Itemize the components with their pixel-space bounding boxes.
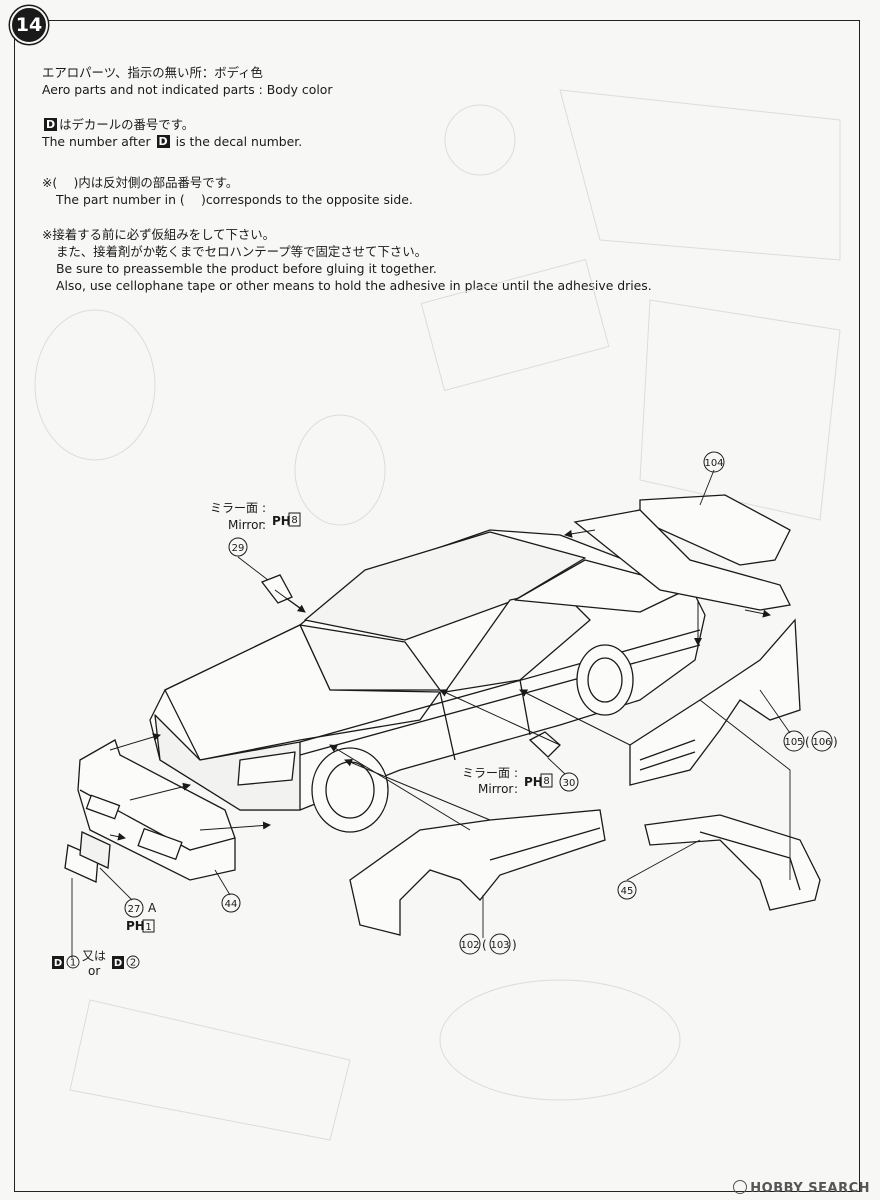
note-opposite-en: The part number in ( )corresponds to the… [56,192,413,207]
note-decal-en-prefix: The number after [42,134,151,149]
decal-number-2: 2 [130,958,136,969]
note-aero-en: Aero parts and not indicated parts : Bod… [42,82,333,97]
mirror-label-bottom: ミラー面 : Mirror : PH 8 [462,766,553,796]
note-opposite-jp: ※( )内は反対側の部品番号です。 [42,175,239,190]
decal-symbol: D [44,118,58,131]
note-aero-color: エアロパーツ、指示の無い所：ボディ色 Aero parts and not in… [42,64,652,98]
callout-30: 30 [559,772,579,792]
decal-symbol: D [156,135,170,148]
note-decal-jp-text: はデカールの番号です。 [59,117,195,132]
paren-close-105: ) [833,735,838,749]
note-glue-jp-1: ※接着する前に必ず仮組みをして下さい。 [42,227,276,242]
callout-27: 27 A PH 1 [124,898,157,933]
front-bumper-part [77,739,236,881]
mirror-label-jp: ミラー面 [462,766,510,780]
mirror-label-top: ミラー面 : Mirror : PH 8 [210,501,301,532]
mirror-colon: : [514,766,518,780]
callout-44: 44 [221,893,241,913]
part-number-30: 30 [563,778,576,789]
rear-side-skirt-part [629,618,801,786]
part-number-45: 45 [621,886,634,897]
part-number-102: 102 [460,940,479,951]
step-number-badge: 14 [10,6,48,44]
hobby-search-watermark: HOBBY SEARCH [733,1180,870,1196]
mirror-colon: : [262,518,266,532]
part-number-106: 106 [812,737,831,748]
part-number-105: 105 [784,737,803,748]
part-27-suffix: A [148,901,157,915]
rear-bumper-part [644,814,821,911]
note-opposite-side: ※( )内は反対側の部品番号です。 The part number in ( )… [42,174,652,208]
license-plate-part [64,831,111,883]
assembly-arrows [109,529,771,841]
hobby-search-logo-icon [733,1180,748,1194]
part-number-29: 29 [232,543,245,554]
mirror-right-part [528,731,561,758]
callout-leaders [71,469,791,958]
background-ghost-drawing [34,89,841,1141]
note-decal-en-suffix: is the decal number. [175,134,303,149]
mirror-label-en: Mirror [478,782,513,796]
rear-spoiler-part [573,494,791,611]
page-frame [14,20,860,1192]
paint-color-number-8: 8 [543,776,549,787]
note-decal-en: The number after D is the decal number. [42,133,652,150]
callout-105-106: 105 ( 106 ) [783,730,838,752]
note-glue-jp-2: また、接着剤がか乾くまでセロハンテープ等で固定させて下さい。 [56,244,427,259]
note-glue-en-1: Be sure to preassemble the product befor… [56,261,437,276]
paint-code-ph: PH [524,775,543,789]
paren-open-105: ( [805,735,810,749]
paint-code-ph: PH [126,919,145,933]
paint-color-number-8: 8 [291,515,297,526]
car-body [149,529,706,811]
paint-color-number-1: 1 [145,922,151,933]
part-number-104: 104 [704,458,723,469]
callout-102-103: 102 ( 103 ) [459,933,517,955]
part-number-103: 103 [490,940,509,951]
decal-choice-label: D 1 又は or D 2 [52,949,140,978]
mirror-label-jp: ミラー面 [210,501,258,515]
front-fender-part [349,809,606,936]
watermark-text: HOBBY SEARCH [750,1181,870,1196]
callout-29: 29 [228,537,248,557]
callout-45: 45 [617,880,637,900]
decal-symbol: D [114,958,122,969]
mirror-colon: : [514,782,518,796]
or-label-en: or [88,964,100,978]
decal-symbol: D [54,958,62,969]
mirror-label-en: Mirror [228,518,263,532]
paren-open-102: ( [482,938,487,952]
paint-code-ph: PH [272,514,291,528]
mirror-colon: : [262,501,266,515]
part-number-27: 27 [128,904,141,915]
decal-number-1: 1 [70,958,76,969]
or-label-jp: 又は [82,949,106,963]
paren-close-102: ) [512,938,517,952]
callout-104: 104 [703,451,725,473]
part-number-44: 44 [225,899,238,910]
note-aero-jp: エアロパーツ、指示の無い所：ボディ色 [42,65,263,80]
